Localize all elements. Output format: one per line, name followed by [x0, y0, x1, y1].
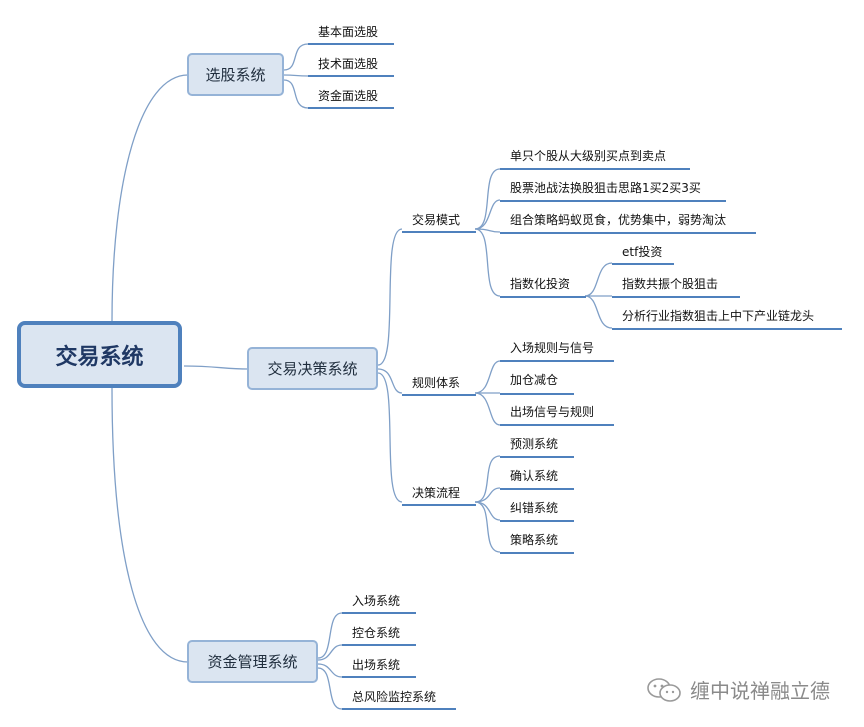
branch-underline [402, 394, 476, 396]
leaf-underline [500, 520, 574, 522]
leaf-mm-risk[interactable]: 总风险监控系统 [352, 690, 437, 704]
leaf-technical[interactable]: 技术面选股 [318, 57, 379, 71]
leaf-mm-exit[interactable]: 出场系统 [352, 658, 401, 672]
leaf-underline [342, 612, 416, 614]
leaf-portfolio[interactable]: 组合策略蚂蚁觅食，优势集中，弱势淘汰 [510, 213, 727, 227]
branch-index-investing[interactable]: 指数化投资 [510, 277, 571, 291]
leaf-underline [308, 107, 394, 109]
branch-rule-system[interactable]: 规则体系 [412, 376, 461, 390]
leaf-mm-entry[interactable]: 入场系统 [352, 594, 401, 608]
leaf-fundamental[interactable]: 基本面选股 [318, 25, 379, 39]
leaf-underline [500, 456, 574, 458]
branch-trading-mode[interactable]: 交易模式 [412, 213, 461, 227]
leaf-underline [500, 200, 726, 202]
leaf-underline [612, 263, 674, 265]
wechat-icon [647, 677, 681, 702]
branch-decision-flow[interactable]: 决策流程 [412, 486, 461, 500]
leaf-underline [342, 708, 456, 710]
leaf-underline [308, 43, 394, 45]
leaf-underline [500, 360, 614, 362]
leaf-confirm[interactable]: 确认系统 [510, 469, 559, 483]
watermark: 缠中说禅融立德 [646, 675, 830, 704]
branch-underline [402, 504, 476, 506]
leaf-stock-pool[interactable]: 股票池战法换股狙击思路1买2买3买 [510, 181, 701, 195]
leaf-underline [500, 168, 690, 170]
leaf-underline [612, 296, 740, 298]
leaf-industry-index[interactable]: 分析行业指数狙击上中下产业链龙头 [622, 309, 815, 323]
node-stock-selection[interactable]: 选股系统 [187, 53, 284, 96]
leaf-underline [500, 552, 574, 554]
leaf-entry-rules[interactable]: 入场规则与信号 [510, 341, 595, 355]
leaf-position-adjust[interactable]: 加仓减仓 [510, 373, 559, 387]
leaf-underline [500, 424, 614, 426]
leaf-underline [308, 75, 394, 77]
leaf-strategy[interactable]: 策略系统 [510, 533, 559, 547]
leaf-correction[interactable]: 纠错系统 [510, 501, 559, 515]
watermark-text: 缠中说禅融立德 [690, 679, 830, 703]
leaf-forecast[interactable]: 预测系统 [510, 437, 559, 451]
leaf-exit-signals[interactable]: 出场信号与规则 [510, 405, 595, 419]
leaf-underline [342, 676, 416, 678]
leaf-index-resonance[interactable]: 指数共振个股狙击 [622, 277, 719, 291]
node-money-management[interactable]: 资金管理系统 [187, 640, 318, 683]
branch-underline [402, 231, 476, 233]
branch-underline [500, 296, 586, 298]
leaf-etf[interactable]: etf投资 [622, 245, 663, 259]
root-node[interactable]: 交易系统 [17, 321, 182, 388]
leaf-mm-position[interactable]: 控仓系统 [352, 626, 401, 640]
leaf-underline [612, 328, 842, 330]
node-trading-decision[interactable]: 交易决策系统 [247, 347, 378, 390]
leaf-underline [342, 644, 416, 646]
leaf-capital[interactable]: 资金面选股 [318, 89, 379, 103]
leaf-underline [500, 232, 756, 234]
leaf-single-stock[interactable]: 单只个股从大级别买点到卖点 [510, 149, 667, 163]
leaf-underline [500, 488, 574, 490]
leaf-underline [500, 393, 574, 395]
